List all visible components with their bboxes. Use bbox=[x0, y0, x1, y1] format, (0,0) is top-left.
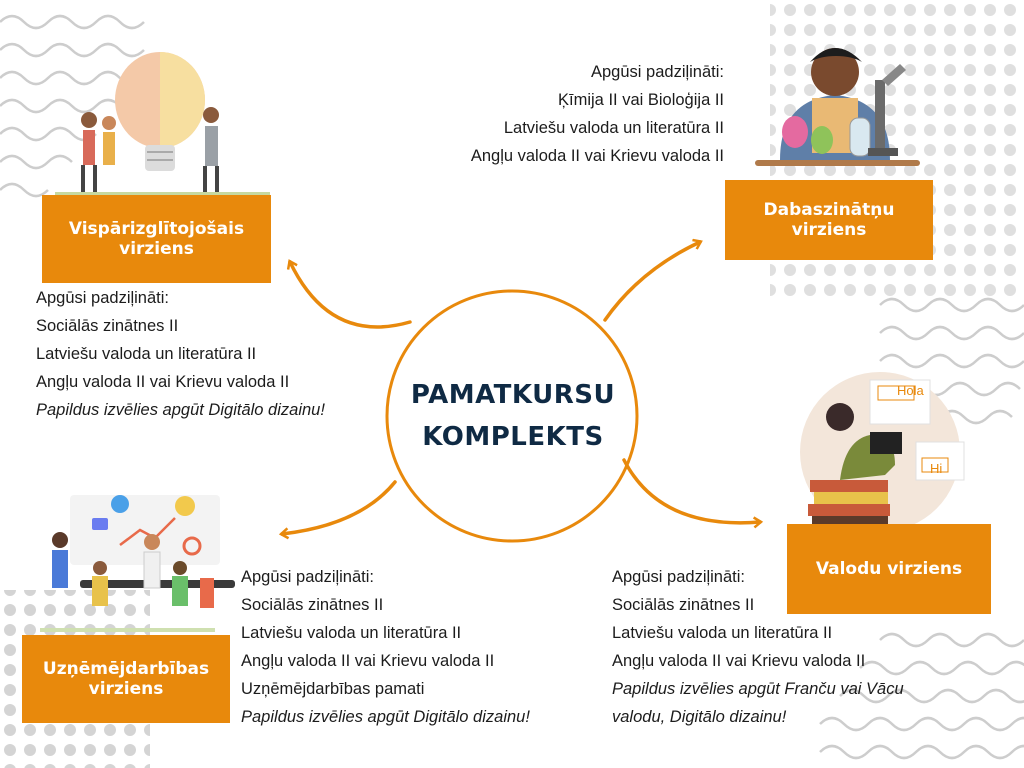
list-item: Latviešu valoda un literatūra II bbox=[36, 345, 257, 363]
languages-subject-list: Apgūsi padziļināti: Sociālās zinātnes II… bbox=[612, 563, 904, 731]
business-direction-box: Uzņēmējdarbības virziens bbox=[22, 635, 230, 723]
center-circle bbox=[385, 289, 639, 543]
languages-title: Valodu virziens bbox=[815, 559, 963, 579]
arrow-to-general bbox=[290, 262, 412, 329]
science-title-line1: Dabaszinātņu bbox=[763, 200, 895, 220]
language-learner-illustration bbox=[800, 372, 965, 532]
arrow-to-languages bbox=[622, 458, 760, 523]
list-item: Ķīmija II vai Bioloģija II bbox=[558, 91, 724, 109]
business-title-line1: Uzņēmējdarbības bbox=[42, 659, 210, 679]
center-title: PAMATKURSU KOMPLEKTS bbox=[378, 374, 648, 458]
scientist-illustration bbox=[755, 48, 920, 166]
list-item: Angļu valoda II vai Krievu valoda II bbox=[470, 147, 724, 165]
list-item: Sociālās zinātnes II bbox=[241, 596, 384, 614]
science-title-line2: virziens bbox=[791, 220, 867, 240]
list-item: Apgūsi padziļināti: bbox=[241, 568, 374, 586]
list-item: Angļu valoda II vai Krievu valoda II bbox=[36, 373, 290, 391]
general-title-line1: Vispārizglītojošais bbox=[68, 219, 245, 239]
general-title-line2: virziens bbox=[119, 239, 194, 259]
arrow-to-business bbox=[282, 480, 397, 534]
bubble-hola-text: Hola bbox=[897, 383, 925, 398]
arrow-to-science bbox=[603, 242, 700, 322]
list-item: Angļu valoda II vai Krievu valoda II bbox=[241, 652, 495, 670]
wave-pattern-bottom-right bbox=[819, 632, 1024, 760]
list-item: Latviešu valoda un literatūra II bbox=[612, 624, 833, 642]
general-note: Papildus izvēlies apgūt Digitālo dizainu… bbox=[36, 401, 325, 419]
list-item: Sociālās zinātnes II bbox=[612, 596, 755, 614]
center-title-line1: PAMATKURSU bbox=[410, 380, 616, 410]
list-item: Apgūsi padziļināti: bbox=[591, 63, 724, 81]
list-item: Angļu valoda II vai Krievu valoda II bbox=[612, 652, 866, 670]
center-title-line2: KOMPLEKTS bbox=[422, 422, 604, 452]
business-subject-list: Apgūsi padziļināti: Sociālās zinātnes II… bbox=[241, 563, 530, 731]
science-direction-box: Dabaszinātņu virziens bbox=[725, 180, 933, 260]
general-subject-list: Apgūsi padziļināti: Sociālās zinātnes II… bbox=[36, 284, 325, 424]
business-note: Papildus izvēlies apgūt Digitālo dizainu… bbox=[241, 708, 530, 726]
list-item: Sociālās zinātnes II bbox=[36, 317, 179, 335]
languages-note-line1: Papildus izvēlies apgūt Franču vai Vācu bbox=[612, 680, 904, 698]
wave-pattern-top-left bbox=[0, 14, 145, 198]
languages-note-line2: valodu, Digitālo dizainu! bbox=[612, 708, 787, 726]
general-direction-box: Vispārizglītojošais virziens bbox=[42, 195, 271, 283]
brain-lightbulb-illustration bbox=[55, 52, 270, 196]
list-item: Uzņēmējdarbības pamati bbox=[241, 680, 425, 698]
science-subject-list: Apgūsi padziļināti: Ķīmija II vai Bioloģ… bbox=[471, 58, 724, 170]
list-item: Latviešu valoda un literatūra II bbox=[503, 119, 724, 137]
business-title-line2: virziens bbox=[88, 679, 164, 699]
languages-direction-box: Valodu virziens bbox=[787, 524, 991, 614]
list-item: Latviešu valoda un literatūra II bbox=[241, 624, 462, 642]
list-item: Apgūsi padziļināti: bbox=[36, 289, 169, 307]
list-item: Apgūsi padziļināti: bbox=[612, 568, 745, 586]
bubble-hi-text: Hi bbox=[930, 461, 942, 476]
team-meeting-illustration bbox=[40, 495, 235, 632]
